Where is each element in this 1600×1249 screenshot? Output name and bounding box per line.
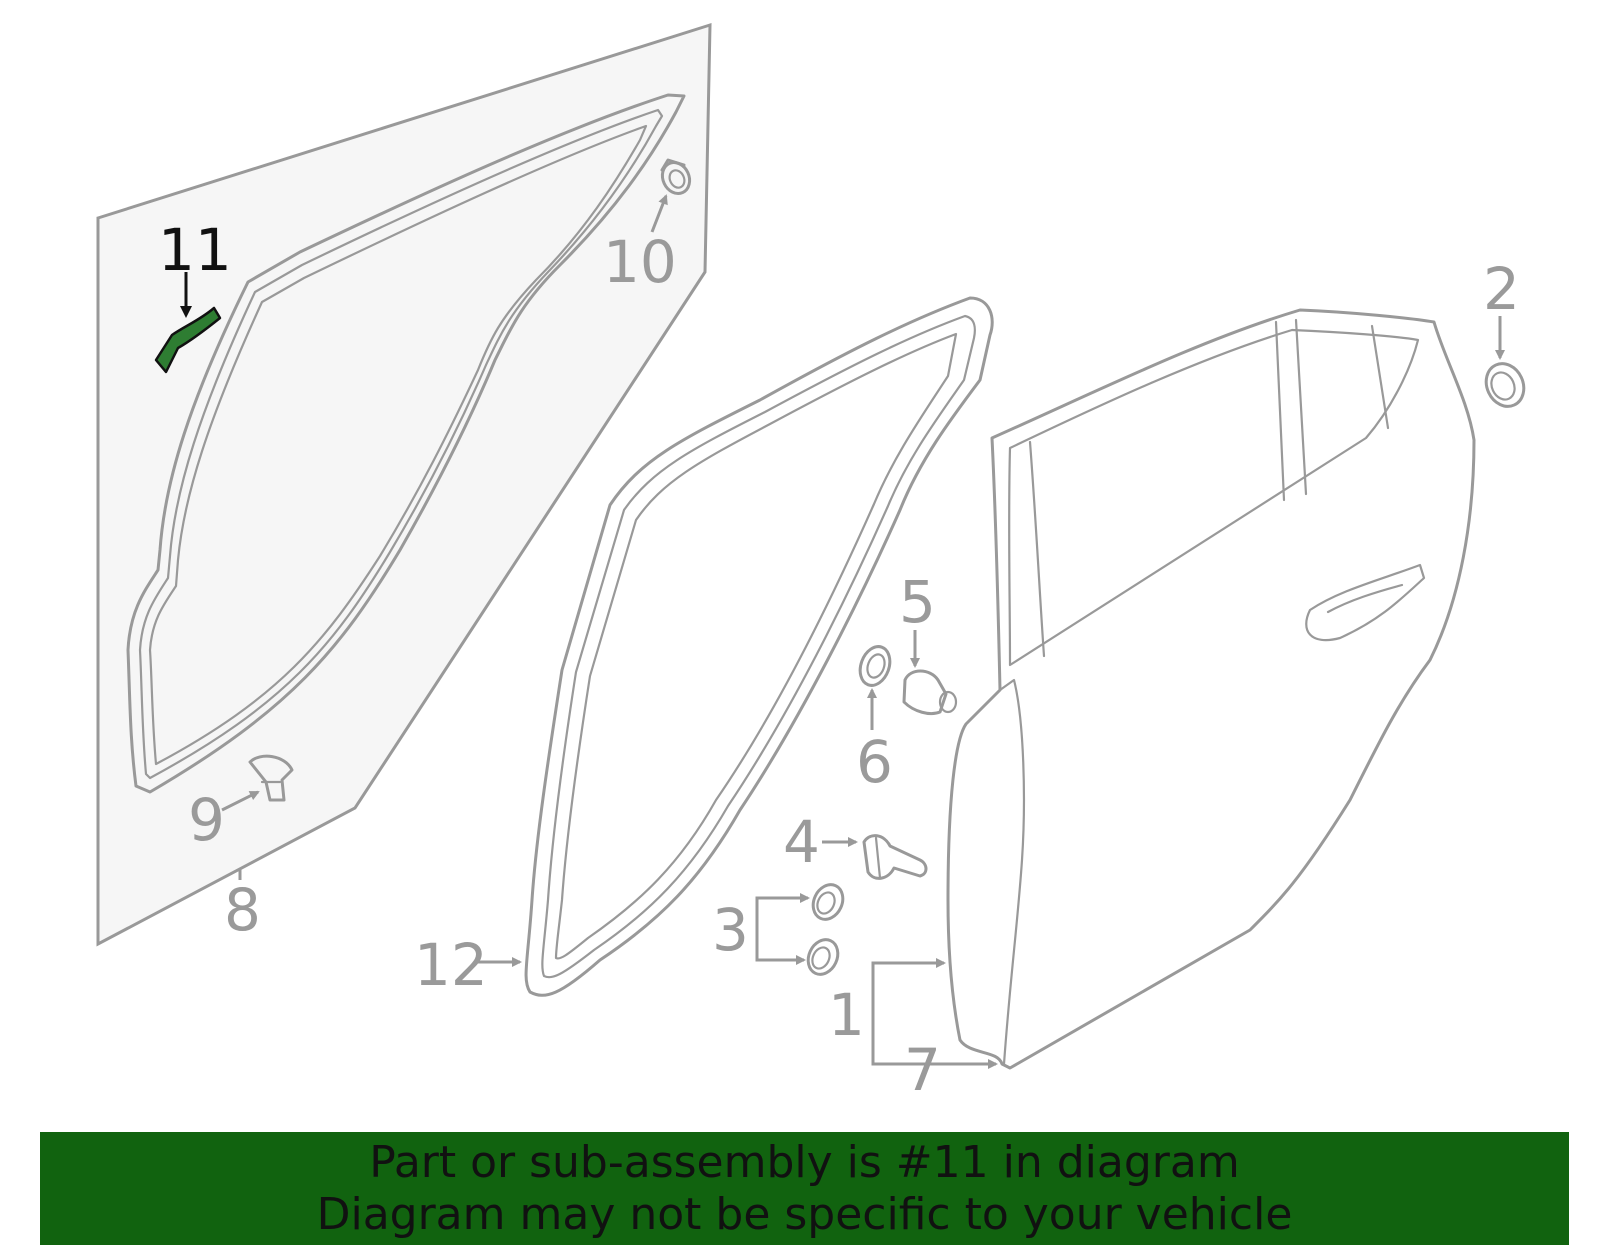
clip-9 (248, 754, 294, 802)
plug-2 (1484, 362, 1526, 408)
callout-8: 8 (224, 876, 261, 944)
banner-line-2: Diagram may not be specific to your vehi… (316, 1188, 1293, 1240)
door-weatherstrip-12 (524, 296, 994, 997)
grommet-6 (858, 645, 892, 687)
bolt-4 (862, 834, 928, 880)
callout-9: 9 (188, 786, 225, 854)
info-banner: Part or sub-assembly is #11 in diagram D… (40, 1132, 1569, 1245)
callout-4: 4 (783, 808, 820, 876)
leader-lines (180, 194, 1505, 1069)
callout-1: 1 (828, 981, 865, 1049)
callout-5: 5 (899, 568, 936, 636)
clip-10 (660, 158, 692, 196)
callout-6: 6 (856, 728, 893, 796)
callout-11: 11 (158, 216, 232, 284)
body-side-seal (126, 93, 686, 794)
callout-2: 2 (1483, 255, 1520, 323)
callout-10: 10 (603, 228, 677, 296)
part-11-highlight (154, 306, 222, 374)
banner-line-1: Part or sub-assembly is #11 in diagram (369, 1136, 1240, 1188)
callout-3: 3 (712, 896, 749, 964)
grommets-3 (806, 883, 845, 976)
callout-12: 12 (414, 931, 488, 999)
callout-7: 7 (904, 1036, 941, 1104)
door-shell-1 (946, 308, 1476, 1070)
stopper-5 (902, 669, 958, 716)
